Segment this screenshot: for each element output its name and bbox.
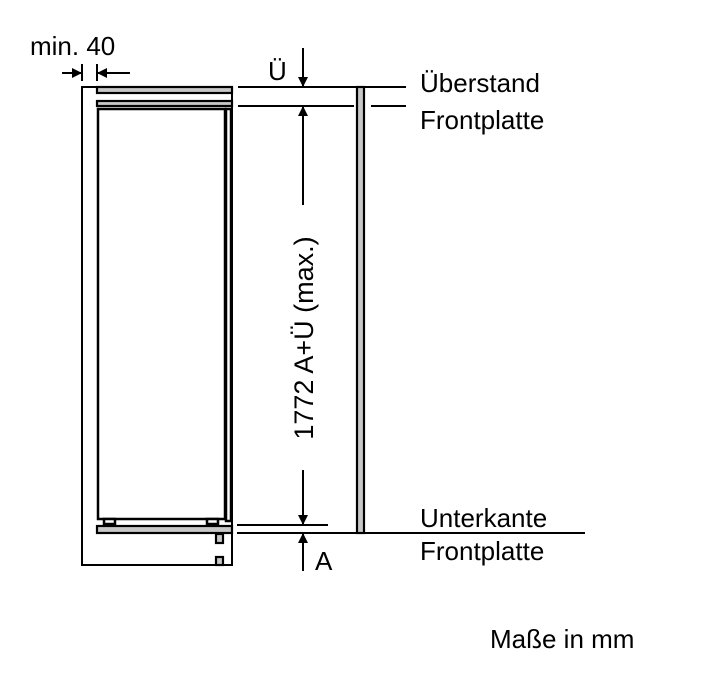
height-dimension-label: 1772 A+Ü (max.) [289, 236, 319, 439]
front-panel [355, 85, 366, 535]
foot-left [102, 517, 117, 526]
foot-right [205, 517, 220, 526]
bottom-symbol: A [315, 546, 333, 576]
bottom-label-line1: Unterkante [420, 503, 547, 533]
bracket-lower [214, 555, 225, 567]
bottom-rail [95, 524, 234, 535]
appliance-side-strip [224, 107, 233, 523]
bottom-label-line2: Frontplatte [420, 536, 544, 566]
min-gap-label: min. 40 [30, 31, 115, 61]
bracket-upper [214, 532, 225, 545]
overhang-symbol: Ü [268, 56, 287, 86]
appliance-body [96, 107, 227, 521]
units-note: Maße in mm [490, 624, 634, 654]
second-rail [95, 99, 234, 108]
overhang-label-line1: Überstand [420, 68, 540, 98]
top-rail [95, 85, 234, 95]
overhang-label-line2: Frontplatte [420, 105, 544, 135]
